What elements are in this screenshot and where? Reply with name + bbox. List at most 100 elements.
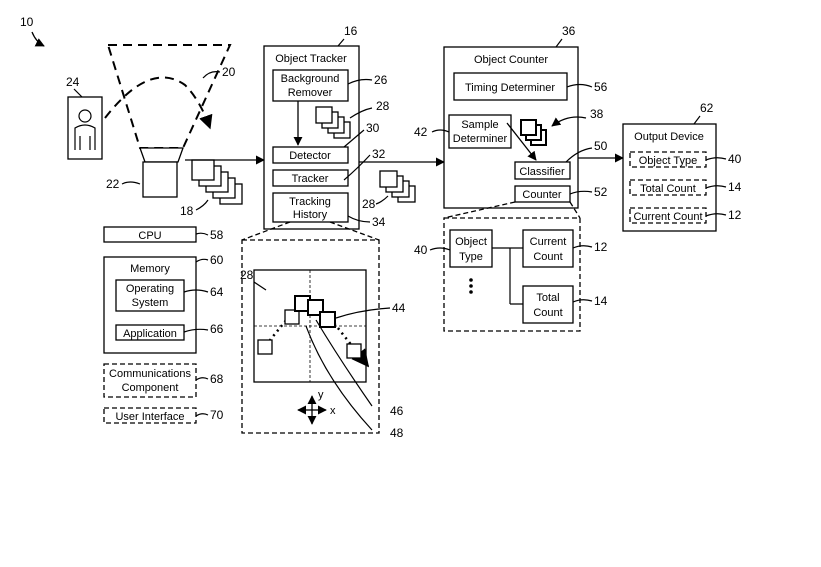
leader-70 <box>195 413 209 417</box>
ref-60: 60 <box>210 253 224 267</box>
ref-68: 68 <box>210 372 224 386</box>
background-remover-line2: Remover <box>288 87 333 99</box>
ref-12-output: 12 <box>728 208 742 222</box>
track-box-6 <box>346 343 362 359</box>
leader-42 <box>431 129 450 133</box>
video-frames-18 <box>191 159 243 205</box>
leader-38 <box>551 116 587 127</box>
detail-current-count-line1: Current <box>530 236 567 248</box>
camera-field-of-view <box>106 44 232 149</box>
classifier-box <box>514 161 571 180</box>
leader-48 <box>305 325 373 431</box>
communications-line1: Communications <box>109 368 191 380</box>
ref-56: 56 <box>594 80 608 94</box>
ref-38: 38 <box>590 107 604 121</box>
leader-12-output <box>705 213 727 217</box>
leader-50 <box>565 147 593 163</box>
y-axis-label: y <box>318 389 324 401</box>
ref-52: 52 <box>594 185 608 199</box>
tracking-history-line1: Tracking <box>289 196 331 208</box>
cpu-label: CPU <box>138 230 161 242</box>
leader-18 <box>195 199 209 211</box>
background-remover-box <box>272 69 349 102</box>
classifier-label: Classifier <box>519 166 565 178</box>
communications-line2: Component <box>122 382 179 394</box>
detector-box <box>272 146 349 164</box>
cpu-box <box>103 226 197 243</box>
leader-20 <box>202 71 221 79</box>
memory-title: Memory <box>130 263 170 275</box>
figure-number-arrow <box>31 31 45 47</box>
ref-18: 18 <box>180 204 194 218</box>
communications-component-box <box>103 363 197 398</box>
tracker-label: Tracker <box>292 173 329 185</box>
output-device-box <box>622 123 717 232</box>
ref-22: 22 <box>106 177 120 191</box>
leader-36 <box>555 38 563 48</box>
detail-current-count-line2: Count <box>533 251 562 263</box>
person-icon <box>67 96 103 160</box>
xy-axes-icon <box>297 395 327 425</box>
detail-object-type-box <box>449 229 493 268</box>
leader-12-detail <box>572 245 593 249</box>
tracker-box <box>272 169 349 187</box>
ref-28-detail: 28 <box>240 268 254 282</box>
counter-label: Counter <box>522 189 561 201</box>
leader-16 <box>337 38 345 47</box>
detail-total-count-box <box>522 285 574 324</box>
ref-34: 34 <box>372 215 386 229</box>
ref-58: 58 <box>210 228 224 242</box>
ref-24: 24 <box>66 75 80 89</box>
zoom-lines-tracking <box>241 221 380 241</box>
ref-14-detail: 14 <box>594 294 608 308</box>
detail-object-type-line2: Type <box>459 251 483 263</box>
timing-determiner-label: Timing Determiner <box>465 82 555 94</box>
output-total-count-label: Total Count <box>640 183 696 195</box>
detector-label: Detector <box>289 150 331 162</box>
motion-path <box>104 76 213 130</box>
output-device-title: Output Device <box>634 131 704 143</box>
figure-number: 10 <box>20 15 34 29</box>
ref-40-detail: 40 <box>414 243 428 257</box>
connector-type-to-counts <box>492 247 523 305</box>
sample-determiner-box <box>448 114 512 149</box>
sample-determiner-line2: Determiner <box>453 133 508 145</box>
leader-40-detail <box>429 247 451 251</box>
detail-current-count-box <box>522 229 574 268</box>
tracking-history-box <box>272 192 349 223</box>
leader-66 <box>183 328 209 333</box>
ref-28-between: 28 <box>362 197 376 211</box>
trajectory-dotted <box>261 301 370 368</box>
output-object-type-label: Object Type <box>639 155 698 167</box>
leader-28-tracker <box>349 107 373 119</box>
leader-30 <box>343 129 365 148</box>
sample-determiner-line1: Sample <box>461 119 498 131</box>
tracking-history-line2: History <box>293 209 328 221</box>
user-interface-label: User Interface <box>115 411 184 423</box>
leader-34 <box>347 215 371 223</box>
leader-24 <box>73 88 83 98</box>
output-current-count-label: Current Count <box>633 211 702 223</box>
ref-66: 66 <box>210 322 224 336</box>
leader-40-output <box>705 157 727 161</box>
leader-46 <box>315 319 373 407</box>
camera-icon <box>139 147 184 198</box>
ref-30: 30 <box>366 121 380 135</box>
frames-28-tracker <box>315 106 351 139</box>
leader-52 <box>569 190 593 195</box>
operating-system-line2: System <box>132 297 169 309</box>
operating-system-line1: Operating <box>126 283 174 295</box>
ref-50: 50 <box>594 139 608 153</box>
ref-20: 20 <box>222 65 236 79</box>
ref-16: 16 <box>344 24 358 38</box>
zoom-lines-counter <box>443 201 581 219</box>
detail-object-type-line1: Object <box>455 236 487 248</box>
ref-64: 64 <box>210 285 224 299</box>
ref-26: 26 <box>374 73 388 87</box>
object-tracker-title: Object Tracker <box>275 53 347 65</box>
ref-14-output: 14 <box>728 180 742 194</box>
ref-42: 42 <box>414 125 428 139</box>
ref-44: 44 <box>392 301 406 315</box>
leader-14-output <box>705 185 727 189</box>
operating-system-box <box>115 279 185 312</box>
